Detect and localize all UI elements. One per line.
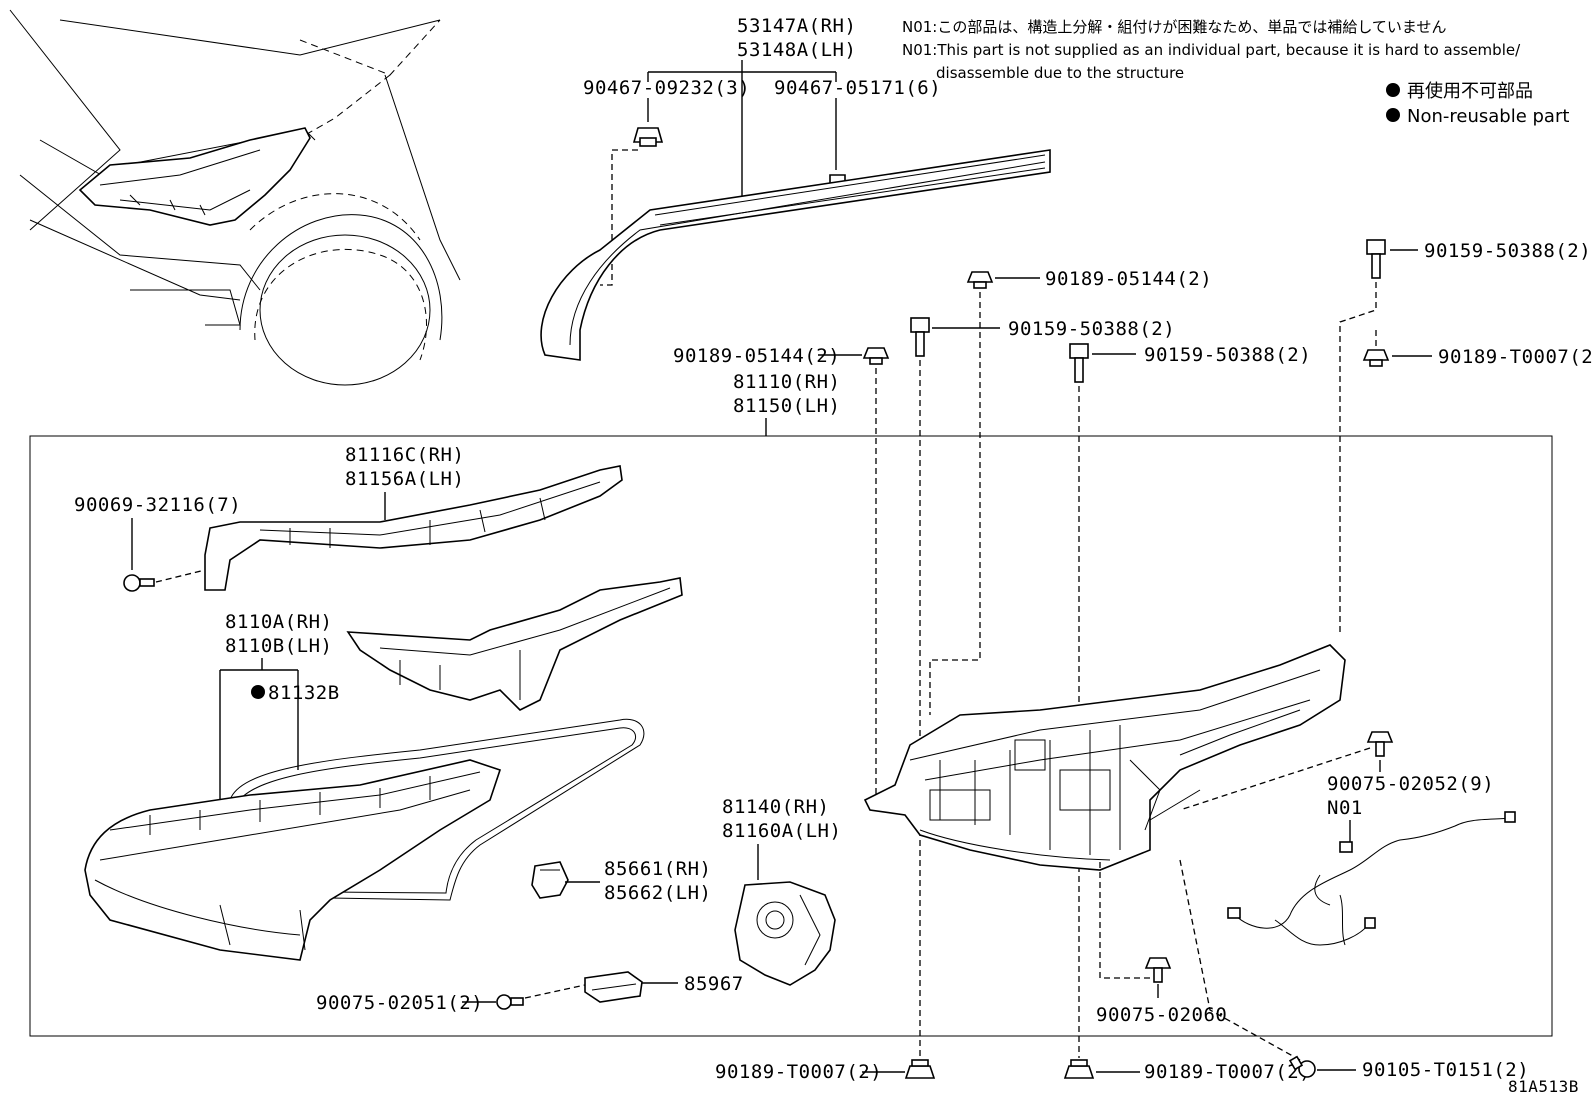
nut-bottom-b-label: 90189-T0007(2) — [1144, 1061, 1311, 1083]
nut-top-mid-label: 90189-05144(2) — [1045, 268, 1212, 290]
screw-c-label: 90075-02052(9) — [1327, 773, 1494, 795]
nut-icon — [966, 271, 994, 289]
bolt-icon — [910, 317, 930, 357]
wiring-harness-shape — [1227, 811, 1516, 946]
projector-module-shape — [734, 881, 836, 986]
screw-d-label: 90075-02060 — [1096, 1004, 1227, 1026]
screw-icon — [496, 994, 524, 1010]
figure-code: 81A513B — [1508, 1077, 1579, 1096]
legend-non-reusable-english: Non-reusable part — [1407, 106, 1569, 127]
non-reusable-dot-icon — [1386, 83, 1400, 97]
screw-icon — [1366, 731, 1394, 757]
bolt-top-right-label: 90159-50388(2) — [1424, 240, 1591, 262]
headlamp-rh-label: 81110(RH) — [733, 371, 840, 393]
n01-label: N01 — [1327, 797, 1363, 819]
screw-icon — [1144, 957, 1172, 983]
unit-lh-label: 8110B(LH) — [225, 635, 332, 657]
screw-b-label: 90075-02051(2) — [316, 992, 483, 1014]
headlamp-unit-shape — [84, 759, 502, 961]
upper-bracket-shape — [204, 465, 623, 591]
nut-right-label: 90189-T0007(2) — [1438, 346, 1592, 368]
note-n01-english-line1: N01:This part is not supplied as an indi… — [902, 41, 1521, 59]
note-n01-english-line2: disassemble due to the structure — [936, 64, 1184, 82]
screw-e-label: 90105-T0151(2) — [1362, 1059, 1529, 1081]
screw-a-label: 90069-32116(7) — [74, 494, 241, 516]
headlamp-housing-shape — [863, 644, 1346, 871]
cover-shape — [531, 861, 569, 899]
nut-icon — [862, 347, 890, 365]
bolt-icon — [1069, 343, 1089, 383]
cover-rh-label: 85661(RH) — [604, 858, 711, 880]
trim-rh-label: 53147A(RH) — [737, 15, 856, 37]
screw-icon — [123, 574, 155, 592]
bolt-mid-a-label: 90159-50388(2) — [1008, 318, 1175, 340]
bracket-rh-label: 81116C(RH) — [345, 444, 464, 466]
unit-rh-label: 8110A(RH) — [225, 611, 332, 633]
trim-moulding-shape — [540, 149, 1051, 361]
bracket-lh-label: 81156A(LH) — [345, 468, 464, 490]
bolt-mid-b-label: 90159-50388(2) — [1144, 344, 1311, 366]
lower-bracket-shape — [346, 577, 683, 711]
nut-bottom-a-label: 90189-T0007(2) — [715, 1061, 882, 1083]
ecu-shape — [584, 971, 643, 1003]
clip-a-label: 90467-09232(3) — [583, 77, 750, 99]
trim-lh-label: 53148A(LH) — [737, 39, 856, 61]
headlamp-lh-label: 81150(LH) — [733, 395, 840, 417]
screw-icon — [1288, 1055, 1316, 1078]
cover-lh-label: 85662(LH) — [604, 882, 711, 904]
ecu-label: 85967 — [684, 973, 744, 995]
clip-b-label: 90467-05171(6) — [774, 77, 941, 99]
gasket-label: 81132B — [268, 682, 340, 704]
non-reusable-dot-icon — [1386, 108, 1400, 122]
vehicle-front-sketch — [9, 9, 461, 386]
bolt-icon — [1366, 239, 1386, 279]
module-lh-label: 81160A(LH) — [722, 820, 841, 842]
legend-non-reusable-japanese: 再使用不可部品 — [1407, 81, 1533, 102]
nut-icon — [904, 1059, 936, 1079]
assembly-frame — [29, 435, 1553, 1037]
module-rh-label: 81140(RH) — [722, 796, 829, 818]
note-n01-japanese: N01:この部品は、構造上分解・組付けが困難なため、単品では補給していません — [902, 18, 1446, 36]
non-reusable-dot-icon — [251, 685, 265, 699]
nut-icon — [1063, 1059, 1095, 1079]
nut-icon — [1362, 349, 1390, 367]
clip-a-icon — [632, 127, 664, 147]
nut-left-label: 90189-05144(2) — [673, 345, 840, 367]
